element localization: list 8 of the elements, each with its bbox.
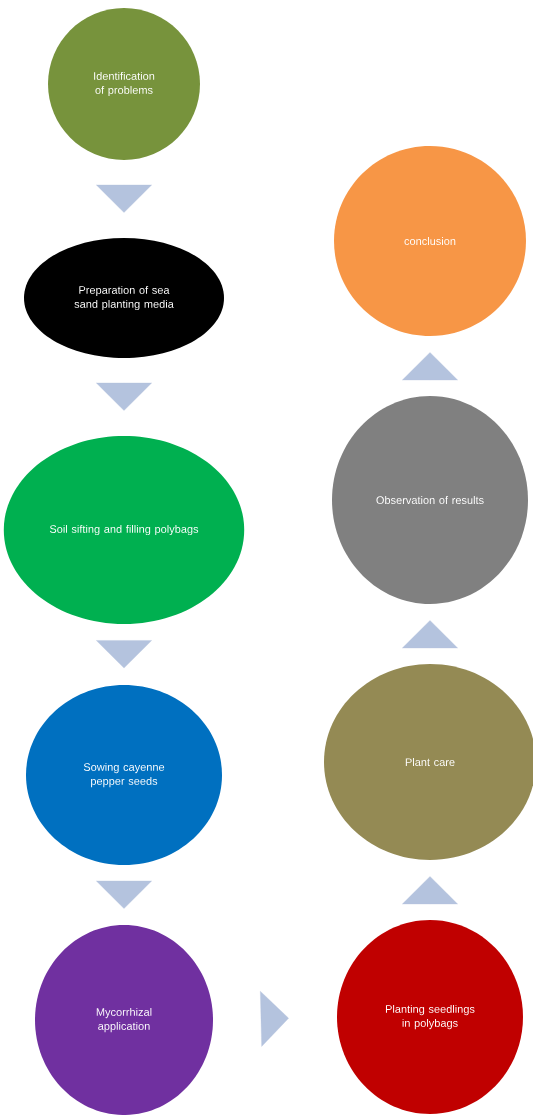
chevron-arrow	[96, 880, 152, 909]
chevron-arrow	[96, 382, 152, 411]
chevron-arrow	[96, 184, 152, 213]
chevron-arrow	[96, 640, 152, 669]
chevron-arrow	[402, 352, 458, 381]
chevron-arrow	[402, 876, 458, 905]
chevron-arrow	[260, 991, 289, 1047]
chevron-arrow	[402, 620, 458, 649]
